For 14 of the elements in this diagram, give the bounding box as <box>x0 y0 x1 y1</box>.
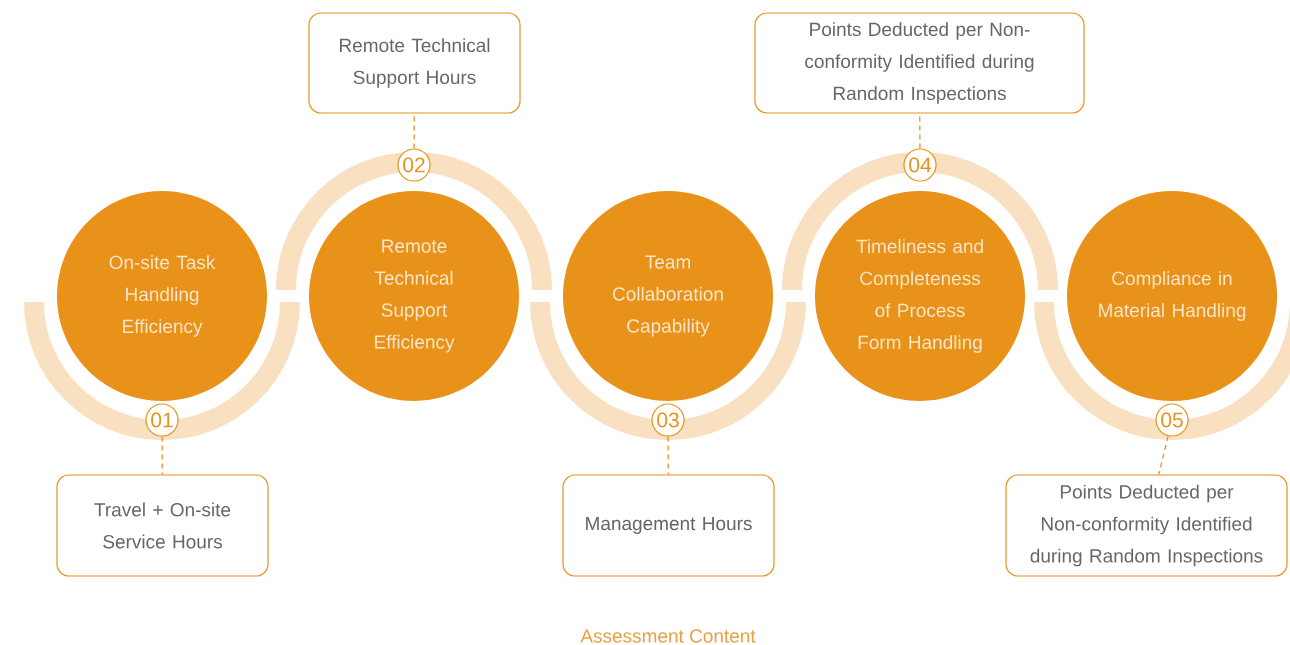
metric-box: Points Deducted per Non-conformity Identified during Random Inspections <box>754 12 1085 114</box>
connector-line <box>1158 435 1169 476</box>
connector-line <box>161 435 163 476</box>
step-number: 05 <box>1155 403 1189 437</box>
metric-box: Points Deducted per Non-conformity Identified during Random Inspections <box>1005 474 1288 577</box>
step-number: 02 <box>397 148 431 182</box>
metric-box: Management Hours <box>562 474 775 577</box>
metric-box: Travel + On-site Service Hours <box>56 474 269 577</box>
step-number: 04 <box>903 148 937 182</box>
step-number: 03 <box>651 403 685 437</box>
connector-line <box>667 435 669 476</box>
caption: Assessment Content <box>580 629 756 643</box>
metric-box: Remote Technical Support Hours <box>308 12 521 114</box>
step-number: 01 <box>145 403 179 437</box>
